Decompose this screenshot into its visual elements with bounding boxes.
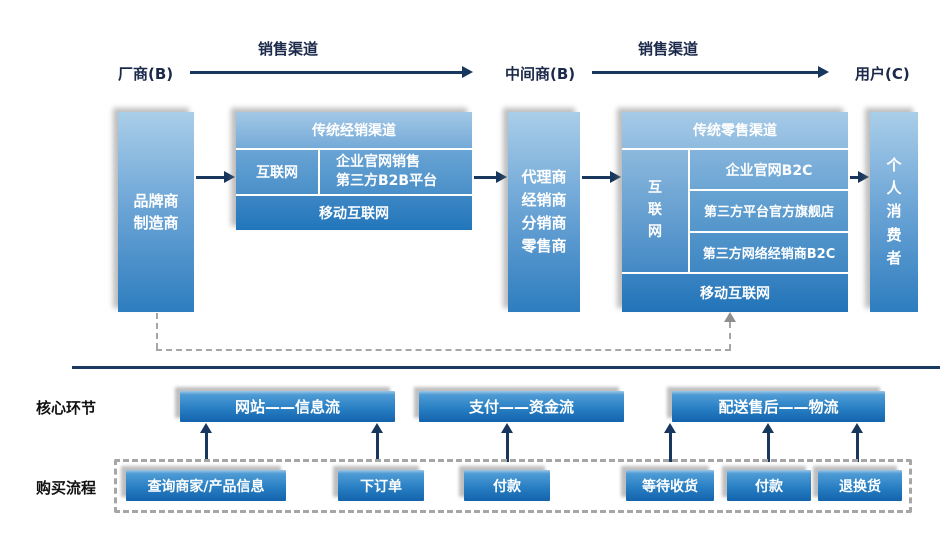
dashed-connector-down-segment xyxy=(156,313,158,349)
up-arrow-1-shaft xyxy=(205,432,208,462)
retail-internet-cell: 互 联 网 xyxy=(622,150,688,272)
section-divider xyxy=(72,366,940,369)
process-step-place-order: 下订单 xyxy=(338,470,424,501)
up-arrow-2-head-icon xyxy=(371,423,383,433)
retail-row-third-party-b2c: 第三方网络经销商B2C xyxy=(690,232,848,272)
dashed-connector-arrow-head-icon xyxy=(724,312,736,322)
user-label: 用户(C) xyxy=(855,65,910,83)
process-step-wait-delivery: 等待收货 xyxy=(626,470,714,501)
top-arrow-right-shaft xyxy=(592,71,818,74)
up-arrow-6-shaft xyxy=(856,432,859,462)
distribution-group-header: 传统经销渠道 xyxy=(236,112,472,148)
distribution-group-middle-row: 互联网 企业官网销售 第三方B2B平台 xyxy=(236,150,472,194)
process-step-pay-1: 付款 xyxy=(464,470,550,501)
core-box-website-info-flow: 网站——信息流 xyxy=(180,391,395,422)
retail-row-official-b2c: 企业官网B2C xyxy=(690,150,848,190)
agent-distributor-box: 代理商 经销商 分销商 零售商 xyxy=(508,112,580,312)
up-arrow-1-head-icon xyxy=(200,423,212,433)
flow-arrow-4-head-icon xyxy=(858,171,869,183)
top-arrow-right-head-icon xyxy=(818,66,829,78)
up-arrow-5-head-icon xyxy=(762,423,774,433)
up-arrow-6-head-icon xyxy=(851,423,863,433)
sales-channel-label-left: 销售渠道 xyxy=(258,40,319,58)
purchase-process-label: 购买流程 xyxy=(36,479,97,497)
flow-arrow-3-shaft xyxy=(582,176,610,179)
up-arrow-2-shaft xyxy=(376,432,379,462)
distribution-internet-cell: 互联网 xyxy=(236,150,318,194)
up-arrow-5-shaft xyxy=(767,432,770,462)
flow-arrow-1-head-icon xyxy=(224,171,235,183)
retail-row-flagship-store: 第三方平台官方旗舰店 xyxy=(690,191,848,231)
consumer-box: 个 人 消 费 者 xyxy=(870,112,918,312)
dashed-connector-horizontal-segment xyxy=(156,349,731,351)
brand-manufacturer-box: 品牌商 制造商 xyxy=(118,112,194,312)
manufacturer-label: 厂商(B) xyxy=(118,65,174,83)
purchase-process-container xyxy=(114,459,912,513)
flow-arrow-4-shaft xyxy=(850,176,859,179)
retail-channel-rows: 企业官网B2C 第三方平台官方旗舰店 第三方网络经销商B2C xyxy=(690,150,848,272)
flow-arrow-1-shaft xyxy=(196,176,224,179)
up-arrow-3-shaft xyxy=(506,432,509,462)
top-arrow-left-head-icon xyxy=(462,66,473,78)
traditional-retail-group: 传统零售渠道 互 联 网 企业官网B2C 第三方平台官方旗舰店 第三方网络经销商… xyxy=(622,112,848,312)
flow-arrow-3-head-icon xyxy=(610,171,621,183)
process-step-return-exchange: 退换货 xyxy=(818,470,902,501)
core-box-payment-capital-flow: 支付——资金流 xyxy=(419,391,624,422)
core-box-delivery-logistics-flow: 配送售后——物流 xyxy=(672,391,885,422)
up-arrow-4-shaft xyxy=(669,432,672,462)
process-step-pay-2: 付款 xyxy=(727,470,811,501)
retail-mobile-internet-cell: 移动互联网 xyxy=(622,274,848,312)
process-step-search-info: 查询商家/产品信息 xyxy=(126,470,286,501)
flow-arrow-2-head-icon xyxy=(496,171,507,183)
distribution-internet-detail-cell: 企业官网销售 第三方B2B平台 xyxy=(320,150,472,194)
up-arrow-3-head-icon xyxy=(501,423,513,433)
up-arrow-4-head-icon xyxy=(664,423,676,433)
core-links-label: 核心环节 xyxy=(36,399,97,417)
traditional-distribution-group: 传统经销渠道 互联网 企业官网销售 第三方B2B平台 移动互联网 xyxy=(236,112,472,230)
retail-group-middle-row: 互 联 网 企业官网B2C 第三方平台官方旗舰店 第三方网络经销商B2C xyxy=(622,150,848,272)
sales-channel-label-right: 销售渠道 xyxy=(638,40,699,58)
middleman-label: 中间商(B) xyxy=(505,65,576,83)
top-arrow-left-shaft xyxy=(190,71,462,74)
flow-arrow-2-shaft xyxy=(474,176,496,179)
retail-group-header: 传统零售渠道 xyxy=(622,112,848,148)
dashed-connector-up-segment xyxy=(729,322,731,350)
distribution-mobile-internet-cell: 移动互联网 xyxy=(236,196,472,230)
